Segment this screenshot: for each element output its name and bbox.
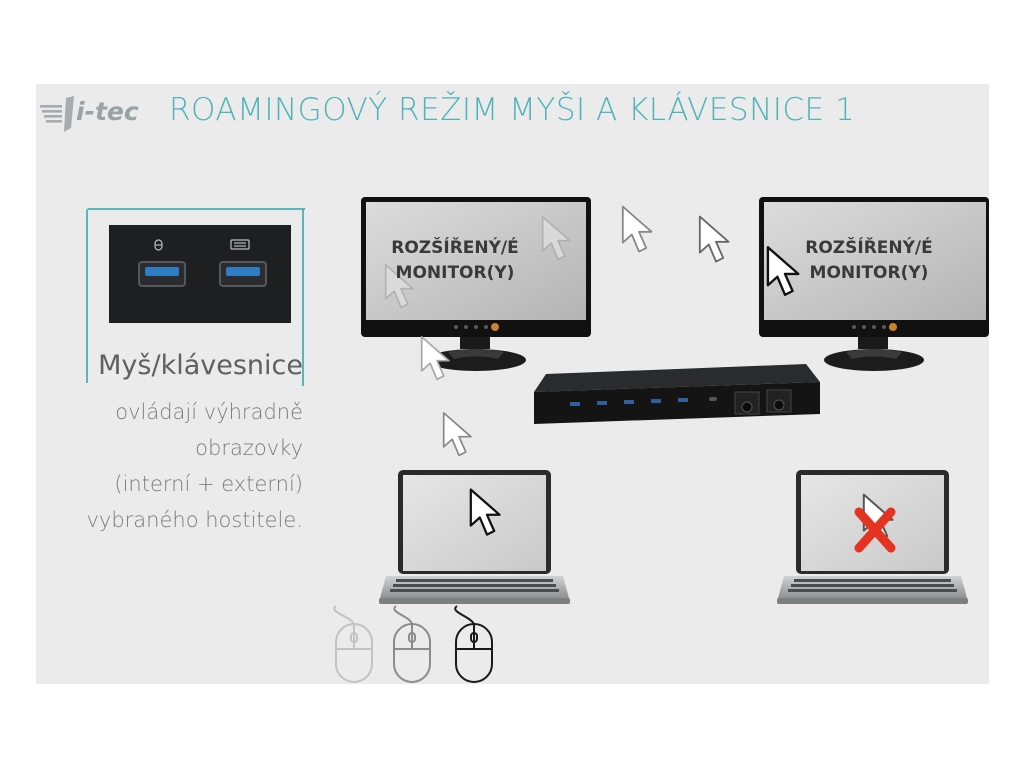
description-line: vybraného hostitele. — [86, 508, 303, 532]
slide: i-tec ROAMINGOVÝ REŽIM MYŠI A KLÁVESNICE… — [36, 84, 989, 684]
panel-heading: Myš/klávesnice — [98, 350, 303, 381]
diagram-drawing — [333, 197, 989, 683]
cursor-icon — [698, 215, 730, 263]
left-monitor-label: ROZŠÍŘENÝ/É MONITOR(Y) — [380, 236, 530, 286]
right-monitor — [759, 197, 989, 371]
dock-icon — [534, 364, 820, 424]
logo-text: i-tec — [76, 97, 139, 126]
mouse-icon-faint — [333, 605, 373, 683]
slide-title: ROAMINGOVÝ REŽIM MYŠI A KLÁVESNICE 1 — [169, 92, 856, 128]
mouse-icon — [154, 239, 163, 251]
port-highlight-frame — [86, 208, 305, 383]
description-line: (interní + externí) — [114, 472, 303, 496]
logo-mark-icon — [40, 96, 74, 132]
keyboard-icon — [230, 239, 250, 250]
mouse-icon-active — [454, 605, 493, 683]
monitor-label-line: MONITOR(Y) — [395, 263, 515, 283]
right-laptop-icon — [777, 470, 968, 604]
mouse-icon-mid — [393, 605, 431, 683]
cursor-icon — [442, 412, 472, 457]
description-line: ovládají výhradně — [115, 400, 303, 424]
cursor-icon — [621, 205, 653, 253]
usb-port-mouse — [138, 261, 186, 287]
description-line: obrazovky — [195, 436, 303, 460]
panel-description: ovládají výhradně obrazovky (interní + e… — [86, 394, 303, 538]
usb-port-panel — [109, 225, 291, 323]
monitor-label-line: ROZŠÍŘENÝ/É — [805, 238, 933, 258]
right-monitor-label: ROZŠÍŘENÝ/É MONITOR(Y) — [794, 236, 944, 286]
itec-logo: i-tec — [38, 92, 158, 136]
monitor-label-line: MONITOR(Y) — [809, 263, 929, 283]
left-laptop-icon — [379, 470, 570, 604]
port-highlight-frame-right — [302, 208, 304, 386]
cursor-icon — [420, 336, 450, 381]
usb-port-keyboard — [219, 261, 267, 287]
cross-icon — [854, 507, 896, 553]
monitor-label-line: ROZŠÍŘENÝ/É — [391, 238, 519, 258]
